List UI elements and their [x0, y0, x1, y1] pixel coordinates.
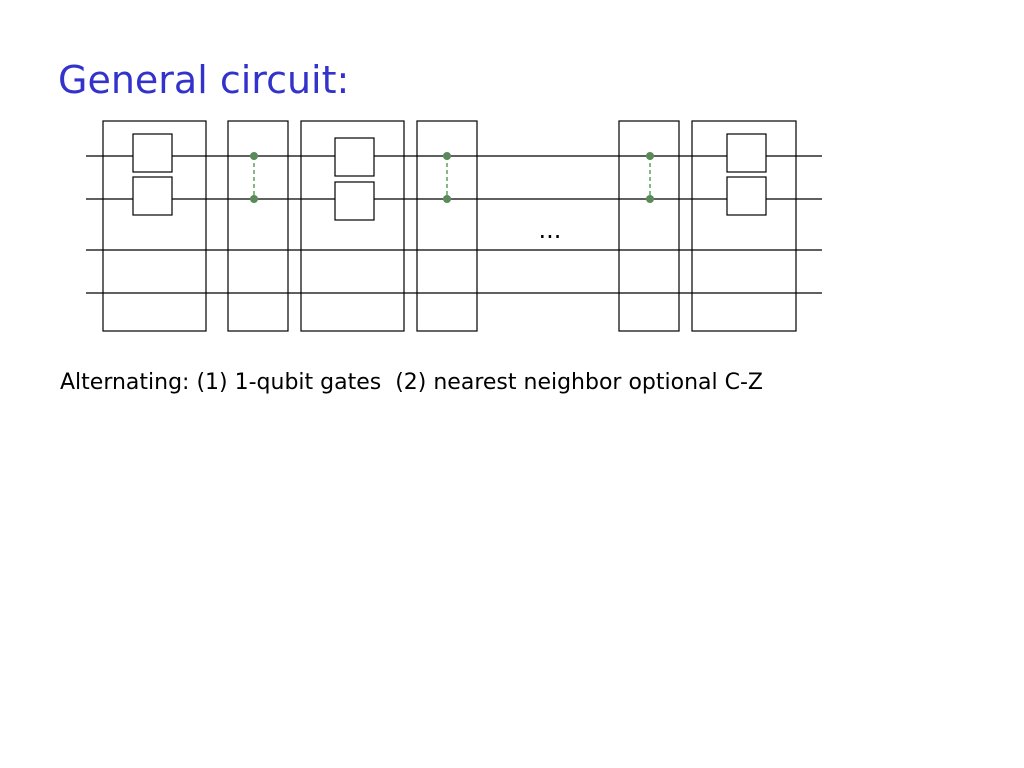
- cz-layer: [416, 120, 478, 332]
- single-qubit-gate: [726, 176, 767, 216]
- single-qubit-layer: [300, 120, 405, 332]
- single-qubit-layer: [102, 120, 207, 332]
- single-qubit-gate: [132, 176, 173, 216]
- circuit-diagram: ...: [86, 120, 822, 332]
- cz-layer: [227, 120, 289, 332]
- single-qubit-gate: [334, 181, 375, 221]
- control-dot: [646, 152, 654, 160]
- slide-caption: Alternating: (1) 1-qubit gates (2) neare…: [60, 370, 763, 395]
- cz-layer: [618, 120, 680, 332]
- single-qubit-layer: [691, 120, 797, 332]
- control-dot: [646, 195, 654, 203]
- ellipsis-label: ...: [539, 216, 562, 244]
- control-dot: [250, 195, 258, 203]
- control-dot: [443, 152, 451, 160]
- single-qubit-gate: [132, 133, 173, 173]
- single-qubit-gate: [726, 133, 767, 173]
- single-qubit-gate: [334, 137, 375, 177]
- control-dot: [443, 195, 451, 203]
- control-dot: [250, 152, 258, 160]
- slide-title: General circuit:: [58, 58, 350, 102]
